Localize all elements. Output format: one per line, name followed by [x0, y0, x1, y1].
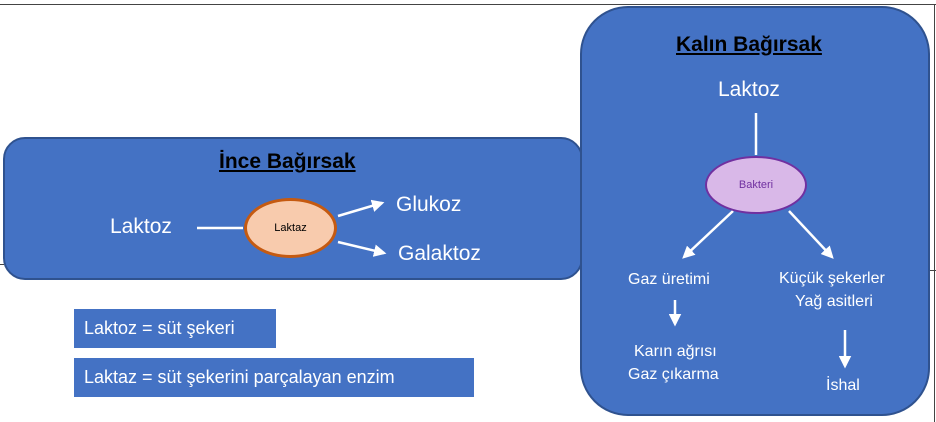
small-sugars-label: Küçük şekerler [779, 270, 885, 287]
top-frame-line [0, 4, 936, 5]
lactose-definition: Laktoz = süt şekeri [74, 309, 276, 348]
right-frame-line [934, 4, 935, 422]
arrow-bacteria-to-sugars [788, 210, 834, 259]
bacteria-node: Bakteri [705, 156, 807, 214]
abdominal-pain-label: Karın ağrısı [634, 343, 717, 360]
left-frame-tick [0, 264, 4, 265]
gas-production-label: Gaz üretimi [628, 271, 710, 288]
glucose-label: Glukoz [396, 193, 462, 216]
arrow-to-galactose [337, 240, 387, 257]
large-intestine-input-label: Laktoz [718, 78, 780, 101]
small-intestine-input-label: Laktoz [110, 215, 172, 238]
right-frame-tick [928, 270, 936, 271]
arrow-bacteria-to-gas [682, 210, 734, 259]
large-intestine-title: Kalın Bağırsak [676, 33, 822, 56]
bacteria-label: Bakteri [738, 179, 774, 191]
arrow-to-glucose [337, 199, 385, 218]
small-intestine-title: İnce Bağırsak [219, 150, 356, 173]
fatty-acids-label: Yağ asitleri [795, 293, 873, 310]
flatulence-label: Gaz çıkarma [628, 366, 719, 383]
galactose-label: Galaktoz [398, 242, 481, 265]
lactase-enzyme-node: Laktaz [244, 198, 337, 258]
lactase-definition: Laktaz = süt şekerini parçalayan enzim [74, 358, 474, 397]
lactase-enzyme-label: Laktaz [274, 222, 307, 234]
diarrhea-label: İshal [826, 377, 860, 394]
